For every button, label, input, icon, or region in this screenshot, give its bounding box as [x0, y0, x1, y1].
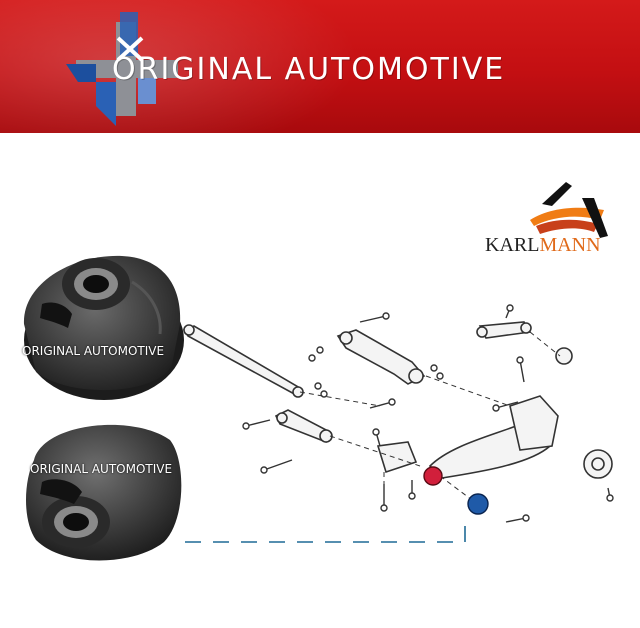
rear-bush-highlight — [467, 493, 489, 515]
karlmann-part2: MANN — [539, 234, 601, 256]
banner-highlight — [0, 0, 360, 133]
bush-photo-top — [23, 255, 184, 400]
header-banner: ORIGINAL AUTOMOTIVE — [0, 0, 640, 133]
suspension-diagram — [182, 304, 614, 523]
watermark-top: ORIGINAL AUTOMOTIVE — [22, 344, 165, 358]
karlmann-wordmark: KARLMANN — [485, 234, 601, 257]
front-bush-highlight — [423, 466, 443, 486]
karlmann-swoosh-icon — [530, 182, 608, 238]
brand-cross-logo-icon — [66, 12, 178, 126]
pointer-line — [185, 522, 466, 543]
bush-photo-bottom — [26, 424, 182, 561]
karlmann-part1: KARL — [485, 234, 540, 256]
watermark-bottom: ORIGINAL AUTOMOTIVE — [30, 462, 173, 476]
brand-title: ORIGINAL AUTOMOTIVE — [112, 52, 506, 87]
